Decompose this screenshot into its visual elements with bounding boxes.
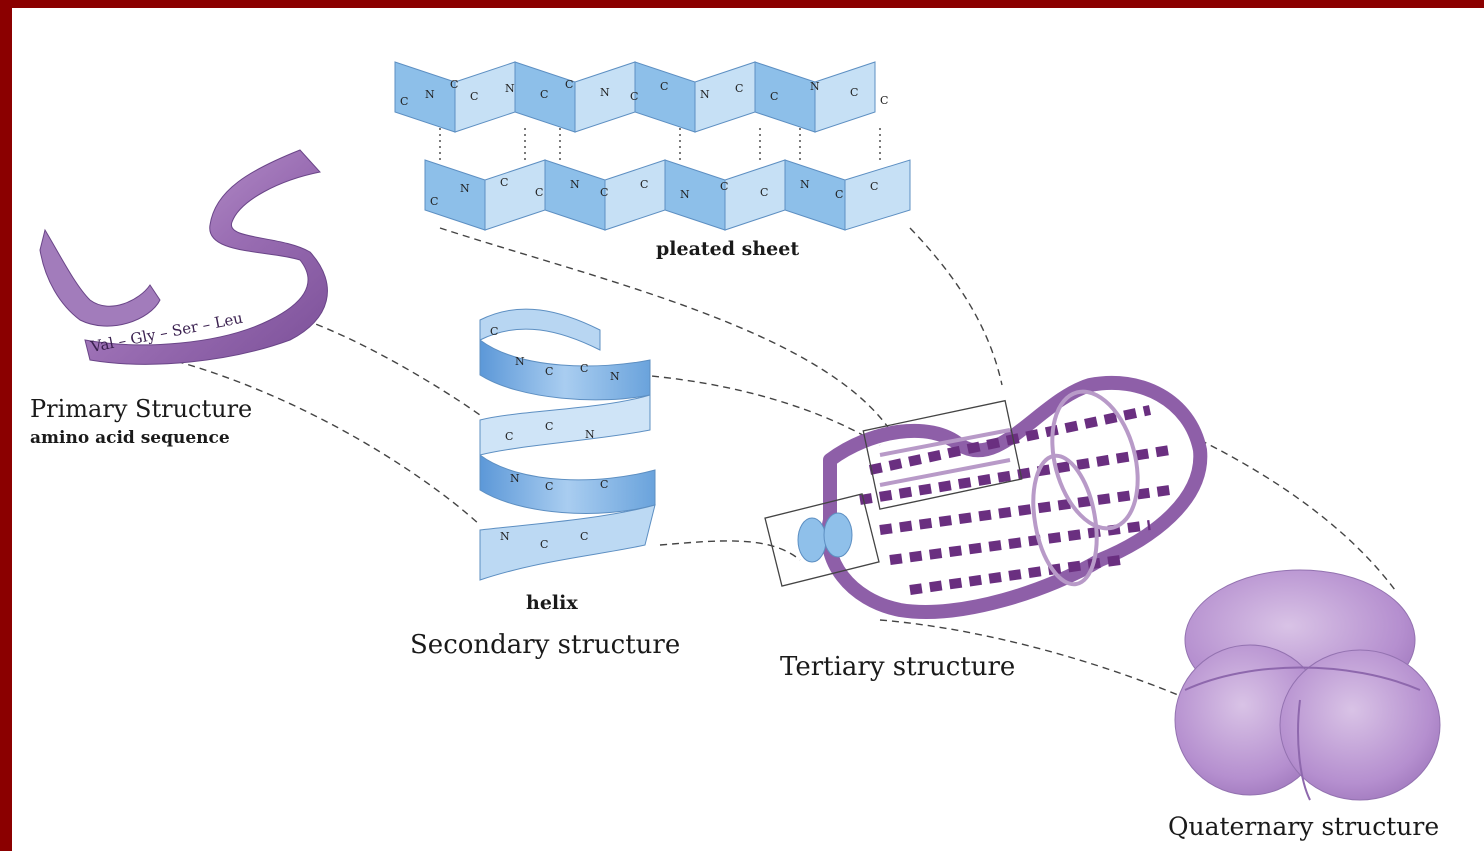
svg-text:N: N — [810, 80, 820, 93]
svg-text:C: C — [500, 176, 508, 189]
tertiary-helix-box — [765, 494, 879, 586]
svg-text:C: C — [760, 186, 768, 199]
svg-text:C: C — [490, 325, 498, 338]
svg-text:N: N — [505, 82, 515, 95]
svg-text:C: C — [545, 480, 553, 493]
svg-text:C: C — [630, 90, 638, 103]
svg-text:C: C — [400, 95, 408, 108]
svg-text:C: C — [580, 530, 588, 543]
svg-text:N: N — [460, 182, 470, 195]
primary-structure-title: Primary Structure — [30, 395, 252, 423]
svg-text:C: C — [870, 180, 878, 193]
svg-text:N: N — [800, 178, 810, 191]
svg-text:C: C — [660, 80, 668, 93]
svg-text:C: C — [430, 195, 438, 208]
alpha-helix: C N C C N C C N N C C N C C — [480, 309, 655, 580]
svg-text:C: C — [540, 538, 548, 551]
svg-text:C: C — [545, 365, 553, 378]
quaternary-structure-label: Quaternary structure — [1168, 812, 1439, 841]
primary-ribbon: Val – Gly – Ser – Leu — [40, 150, 327, 364]
svg-text:N: N — [570, 178, 580, 191]
primary-structure-subtitle: amino acid sequence — [30, 428, 230, 448]
svg-text:C: C — [600, 186, 608, 199]
svg-text:N: N — [600, 86, 610, 99]
svg-text:N: N — [425, 88, 435, 101]
svg-text:N: N — [700, 88, 710, 101]
svg-text:N: N — [585, 428, 595, 441]
svg-text:C: C — [640, 178, 648, 191]
svg-text:C: C — [835, 188, 843, 201]
svg-text:C: C — [505, 430, 513, 443]
quaternary-structure — [1175, 570, 1440, 800]
secondary-structure-label: Secondary structure — [410, 630, 680, 660]
svg-text:C: C — [600, 478, 608, 491]
svg-text:C: C — [450, 78, 458, 91]
svg-text:N: N — [510, 472, 520, 485]
svg-text:C: C — [545, 420, 553, 433]
svg-text:C: C — [580, 362, 588, 375]
helix-label: helix — [526, 592, 578, 614]
svg-text:N: N — [500, 530, 510, 543]
tertiary-structure — [765, 382, 1200, 612]
svg-text:C: C — [540, 88, 548, 101]
svg-text:N: N — [680, 188, 690, 201]
svg-text:C: C — [770, 90, 778, 103]
svg-text:N: N — [515, 355, 525, 368]
pleated-sheet: C N C C N C C N C C N C C N C C C N C C N C C N C C N C C — [395, 62, 910, 230]
svg-text:C: C — [565, 78, 573, 91]
svg-text:C: C — [880, 94, 888, 107]
svg-text:C: C — [470, 90, 478, 103]
pleated-sheet-label: pleated sheet — [656, 238, 799, 260]
svg-text:C: C — [535, 186, 543, 199]
tertiary-structure-label: Tertiary structure — [780, 652, 1015, 682]
svg-text:C: C — [720, 180, 728, 193]
svg-text:C: C — [850, 86, 858, 99]
hydrogen-bonds — [440, 128, 880, 160]
svg-text:N: N — [610, 370, 620, 383]
svg-text:C: C — [735, 82, 743, 95]
